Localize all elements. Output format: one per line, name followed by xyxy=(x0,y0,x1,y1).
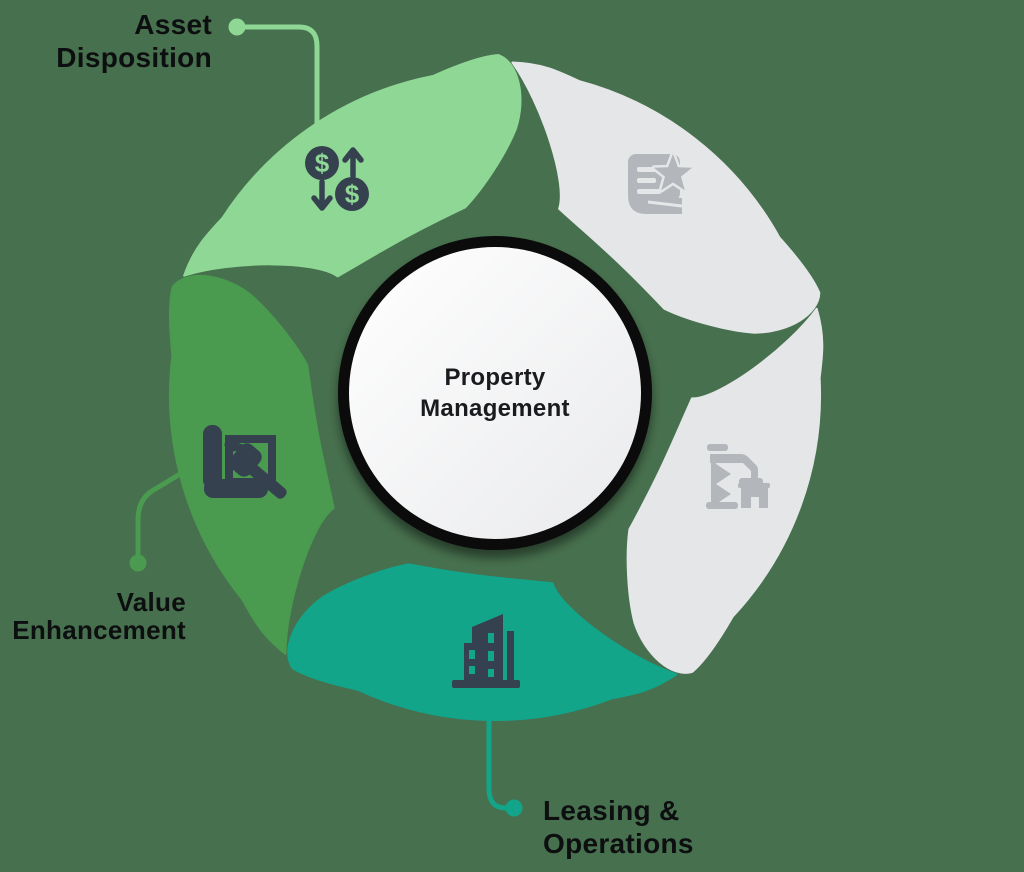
building-under-crane xyxy=(741,488,768,508)
asset-label-line2: Disposition xyxy=(56,42,212,73)
value-enhancement-dot xyxy=(129,554,147,572)
dollar-coin-2 xyxy=(335,177,369,211)
crane-mast-rail xyxy=(711,460,716,506)
right-tower xyxy=(507,631,514,680)
asset-label-line1: Asset xyxy=(134,9,212,40)
asset-disposition-connector xyxy=(237,24,320,133)
dollar-coin-1 xyxy=(305,146,339,180)
asset-disposition-label: Asset Disposition xyxy=(56,8,212,74)
star-icon xyxy=(651,151,695,193)
document-flap xyxy=(628,195,682,214)
document-lines xyxy=(637,167,661,194)
dollar-glyph-1: $ xyxy=(315,148,330,178)
crane-base xyxy=(706,502,738,509)
blueprint-frame xyxy=(225,435,276,486)
crane-mast-braces xyxy=(716,464,731,504)
hammer-head xyxy=(229,443,262,477)
asset-disposition-dot xyxy=(228,18,246,36)
leasing-label-line1: Leasing & xyxy=(543,795,680,826)
dollar-glyph-2: $ xyxy=(345,179,360,209)
leasing-label-line2: Operations xyxy=(543,828,694,859)
crane-counterweight xyxy=(707,444,728,451)
arrow-down-icon xyxy=(311,179,333,211)
value-label-line1: Value xyxy=(116,587,186,617)
hub-circle xyxy=(349,247,641,539)
blueprint-roll-vertical xyxy=(203,425,222,489)
center-title-line1: Property xyxy=(444,364,546,391)
crane-icon xyxy=(706,444,770,509)
money-exchange-icon: $ $ xyxy=(305,146,369,211)
buildings-base xyxy=(452,680,520,688)
center-title-line2: Management xyxy=(420,395,570,422)
building-windows xyxy=(469,633,494,677)
value-enhancement-label: Value Enhancement xyxy=(12,588,186,644)
connectors xyxy=(129,18,523,817)
hammer-claw xyxy=(224,442,245,455)
hammer xyxy=(224,442,287,499)
city-buildings-icon xyxy=(452,614,520,688)
blueprint-hammer-icon xyxy=(203,425,287,499)
left-building xyxy=(464,643,484,680)
center-title: Property Management xyxy=(345,362,645,424)
crane-arm xyxy=(710,454,758,480)
leasing-operations-label: Leasing & Operations xyxy=(543,794,694,860)
value-label-line2: Enhancement xyxy=(12,615,186,645)
leasing-operations-dot xyxy=(505,799,523,817)
arrow-up-icon xyxy=(342,147,364,179)
leasing-operations-connector xyxy=(486,687,509,811)
value-enhancement-connector xyxy=(135,471,183,559)
document-fold-line xyxy=(647,200,683,208)
building-roof xyxy=(738,483,770,488)
document-star-icon xyxy=(628,151,695,214)
